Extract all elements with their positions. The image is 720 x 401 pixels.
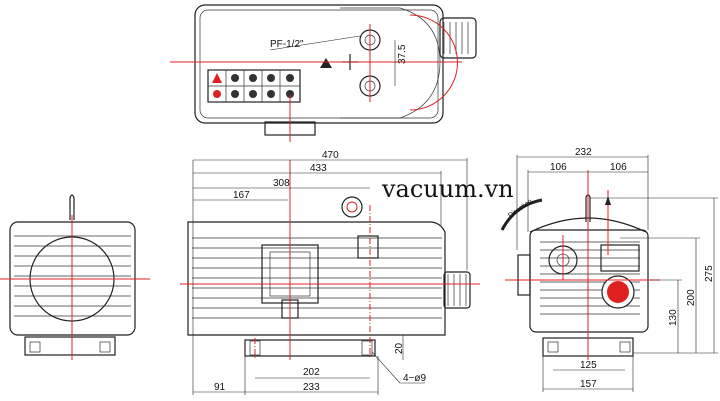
dim-470: 470: [322, 150, 339, 161]
rotation-indicator: [607, 281, 629, 303]
dim-91: 91: [214, 382, 226, 393]
dim-20: 20: [394, 342, 405, 354]
dim-106-right: 106: [610, 162, 627, 173]
warning-labels: [207, 69, 301, 103]
side-view: 470 433 308 167 202 233 91 20 4−ø9: [180, 150, 480, 395]
arrow-up-icon: [605, 196, 611, 205]
warning-triangle-icon: [320, 58, 332, 68]
left-end-view: [0, 194, 150, 360]
dim-157: 157: [580, 379, 597, 390]
top-view: PF-1/2" 37.5: [170, 4, 477, 142]
dim-233: 233: [303, 382, 320, 393]
end-view: Direction 232 106 106 275 200 130 125 15…: [500, 147, 718, 392]
rotation-arrow-icon: [500, 198, 543, 231]
watermark: vacuum.vn: [381, 175, 514, 203]
dim-202: 202: [303, 367, 320, 378]
dim-167: 167: [233, 190, 250, 201]
dim-308: 308: [273, 178, 290, 189]
port-label: PF-1/2": [270, 39, 304, 50]
dim-106-left: 106: [550, 162, 567, 173]
dim-200: 200: [686, 289, 697, 306]
dim-125: 125: [580, 360, 597, 371]
dim-433: 433: [310, 163, 327, 174]
dim-130: 130: [668, 309, 679, 326]
dim-232: 232: [575, 147, 592, 158]
dim-275: 275: [704, 265, 715, 282]
hole-callout: 4−ø9: [403, 373, 427, 384]
offset-dim: 37.5: [397, 44, 408, 64]
